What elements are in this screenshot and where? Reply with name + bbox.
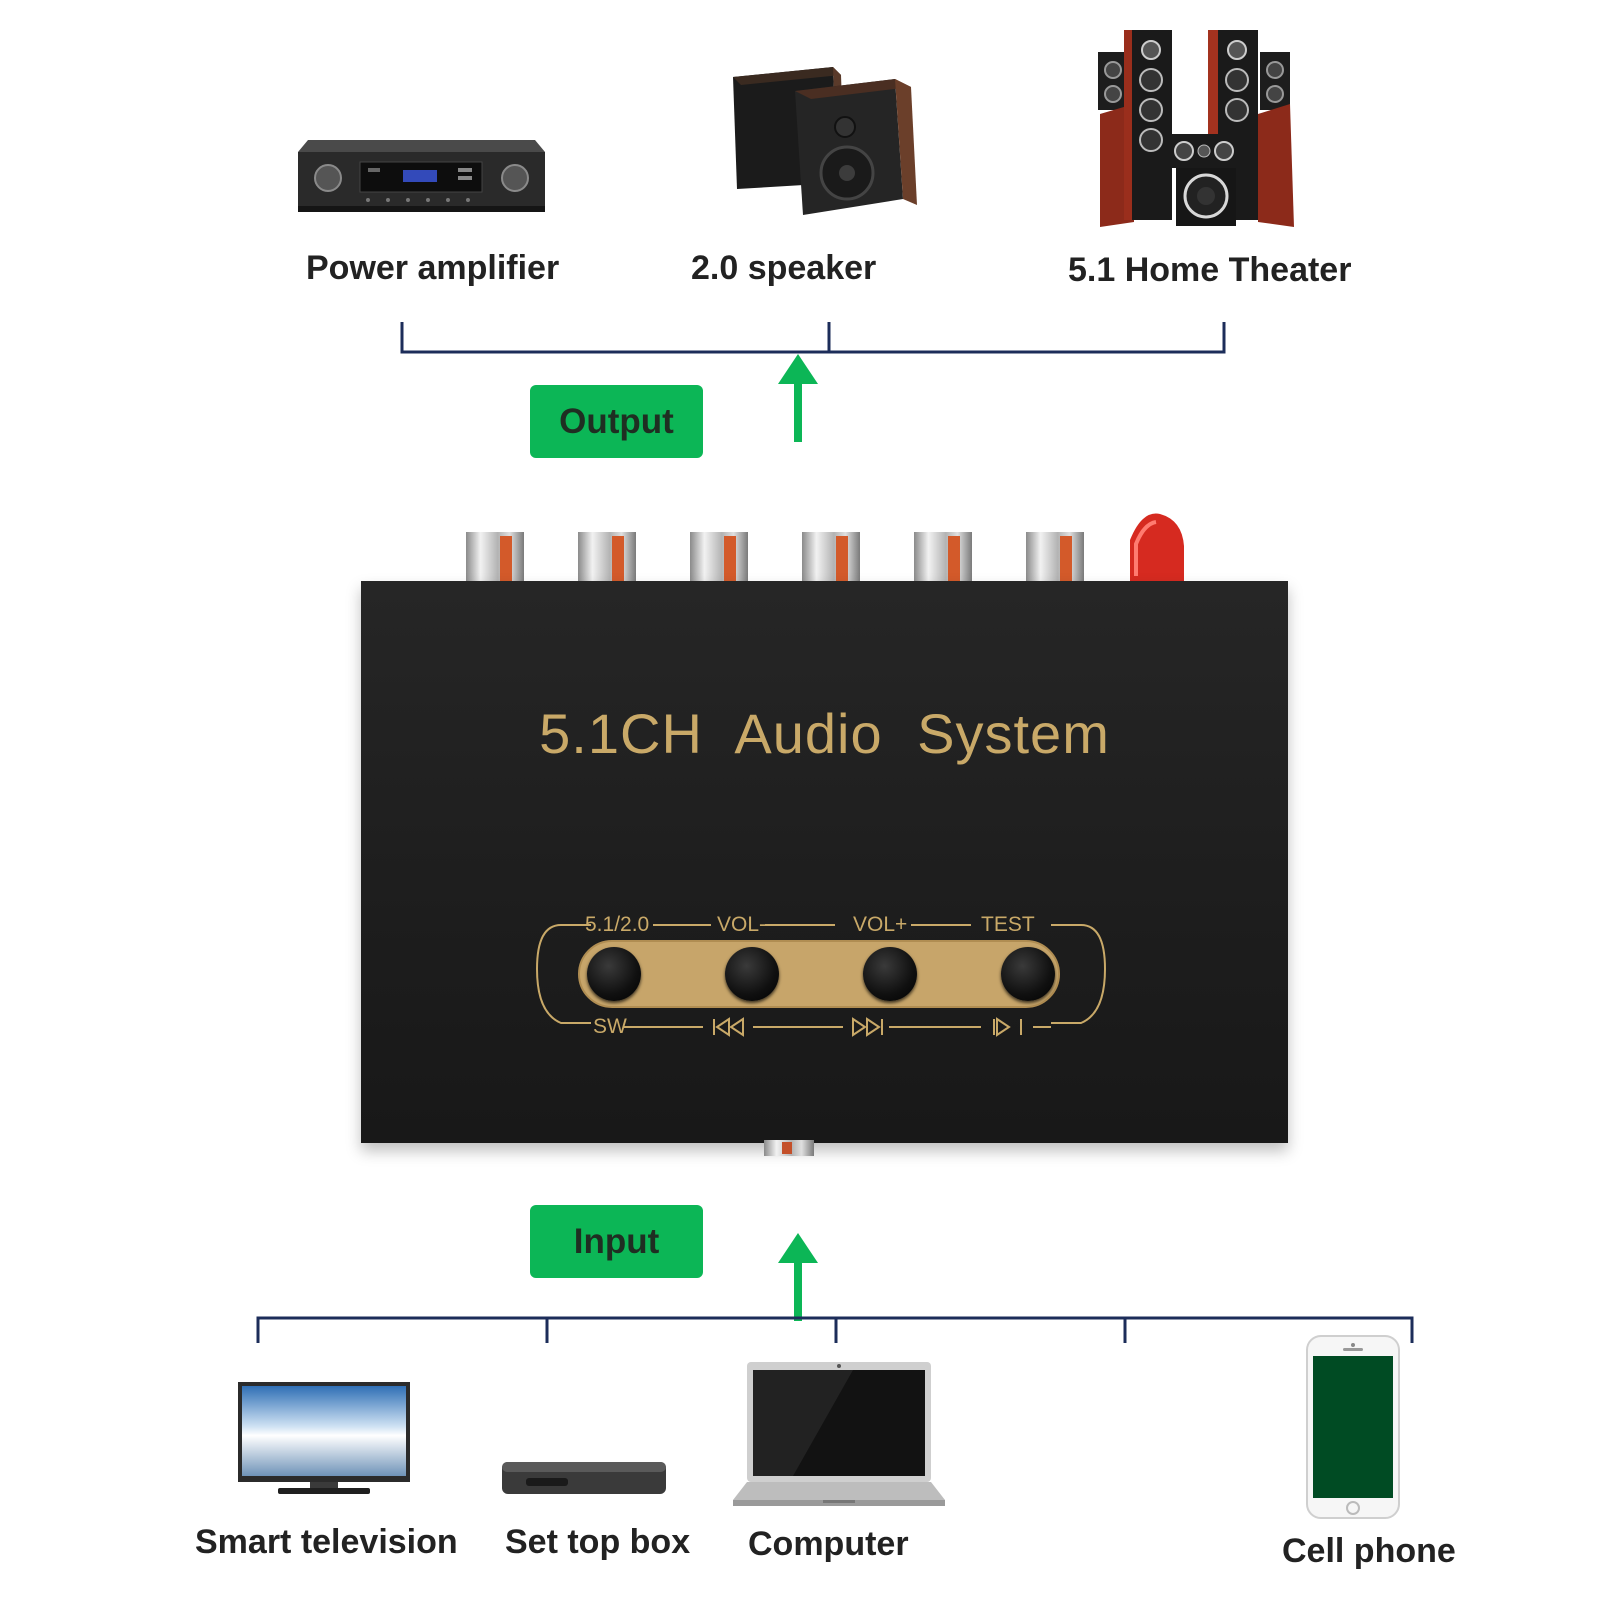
control-panel-outline <box>535 924 1107 1028</box>
button-label-test: TEST <box>981 913 1035 936</box>
laptop-icon <box>733 1362 945 1512</box>
input-set-top-box-label: Set top box <box>505 1523 691 1561</box>
power-amplifier-icon <box>298 138 545 214</box>
input-jack-icon <box>764 1140 814 1156</box>
mode-button[interactable] <box>587 947 641 1001</box>
input-arrow-icon <box>778 1233 818 1321</box>
play-pause-icon <box>993 1017 1022 1037</box>
smart-tv-icon <box>238 1382 410 1498</box>
output-speaker-label: 2.0 speaker <box>691 249 877 287</box>
input-computer-label: Computer <box>748 1525 909 1563</box>
previous-track-icon <box>713 1017 744 1037</box>
button-label-vol-up: VOL+ <box>853 913 908 936</box>
cell-phone-icon <box>1306 1335 1400 1519</box>
button-label-vol-down: VOL- <box>717 913 767 936</box>
vol-up-button[interactable] <box>863 947 917 1001</box>
output-home-theater-label: 5.1 Home Theater <box>1068 251 1352 289</box>
device-title: 5.1CH Audio System <box>539 702 1110 765</box>
button-label-sw: SW <box>593 1015 627 1038</box>
button-label-mode: 5.1/2.0 <box>585 913 650 936</box>
audio-system-device: 5.1CH Audio System 5.1/2.0 VOL- VOL+ TES… <box>361 581 1288 1143</box>
test-button[interactable] <box>1001 947 1055 1001</box>
output-pill: Output <box>530 385 703 458</box>
input-cell-phone-label: Cell phone <box>1282 1532 1456 1570</box>
output-power-amplifier-label: Power amplifier <box>306 249 560 287</box>
home-theater-icon <box>1090 22 1302 234</box>
input-bracket <box>256 1316 1414 1343</box>
rca-connectors <box>466 513 1184 582</box>
input-pill: Input <box>530 1205 703 1278</box>
vol-down-button[interactable] <box>725 947 779 1001</box>
stereo-speaker-icon <box>725 65 917 217</box>
output-bracket <box>400 322 1226 354</box>
input-smart-tv-label: Smart television <box>195 1523 458 1561</box>
set-top-box-icon <box>502 1458 666 1498</box>
next-track-icon <box>852 1017 883 1037</box>
output-arrow-icon <box>778 354 818 442</box>
